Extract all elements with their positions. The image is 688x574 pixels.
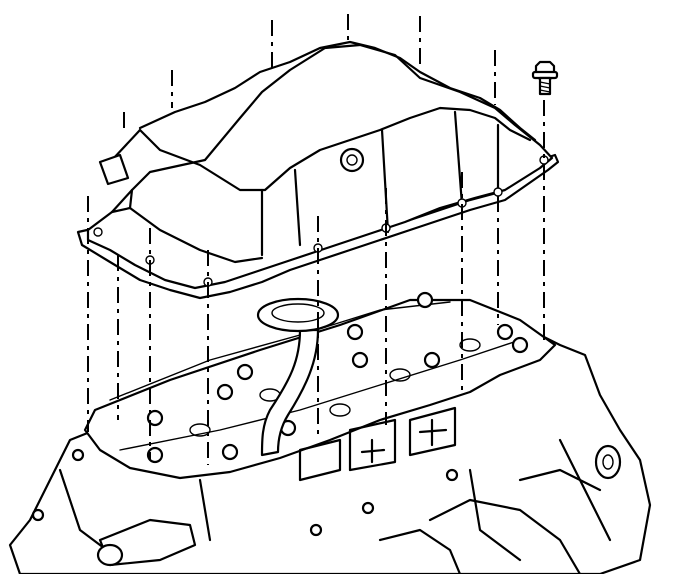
- oil-pan-sump-top: [138, 106, 532, 192]
- water-outlet-port: [96, 543, 124, 567]
- oil-pan-bolt: [531, 60, 559, 96]
- oil-pan-drain-boss: [339, 147, 365, 173]
- bolt-threads: [539, 81, 551, 93]
- rear-boss-inner: [602, 454, 614, 470]
- rear-boss: [594, 444, 622, 480]
- side-bolt-4: [361, 501, 375, 515]
- bearing-caps: [298, 406, 457, 482]
- oil-pan: [86, 40, 554, 290]
- side-bolt-3: [309, 523, 323, 537]
- oil-pan-front-wall: [110, 206, 264, 264]
- pickup-screen-inner: [271, 303, 325, 323]
- alignment-lines: [87, 14, 545, 465]
- side-bolt-1: [31, 508, 45, 522]
- crankshaft-throws: [378, 468, 602, 574]
- block-skirt: [58, 438, 612, 562]
- oil-pan-upper-rim: [138, 40, 537, 142]
- oil-pan-sump-wall: [260, 110, 500, 257]
- engine-block: [8, 291, 652, 574]
- head-outline-2: [119, 339, 521, 451]
- side-bolt-2: [71, 448, 85, 462]
- side-bolt-5: [445, 468, 459, 482]
- oil-pan-drain-hole: [346, 154, 358, 166]
- oil-pan-side-fitting: [98, 153, 130, 186]
- oil-pan-front-step: [110, 128, 142, 210]
- deck-bolts: [146, 291, 529, 464]
